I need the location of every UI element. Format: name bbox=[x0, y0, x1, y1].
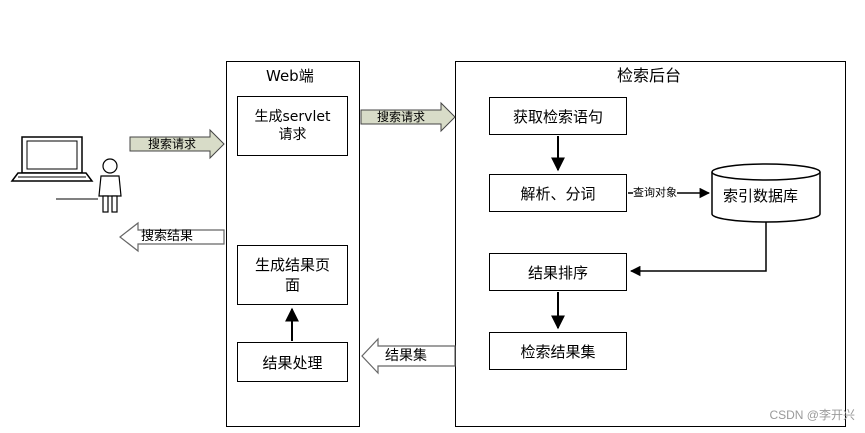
result-set-label: 结果集 bbox=[385, 348, 427, 364]
query-object-label: 查询对象 bbox=[633, 186, 677, 200]
result-sorting-box: 结果排序 bbox=[489, 253, 627, 291]
search-result-set-box: 检索结果集 bbox=[489, 332, 627, 370]
result-processing-box: 结果处理 bbox=[237, 342, 348, 382]
search-result-set-label: 检索结果集 bbox=[520, 342, 596, 361]
parse-tokenize-label: 解析、分词 bbox=[520, 184, 596, 203]
search-result-arrow bbox=[119, 221, 225, 253]
csdn-watermark: CSDN @李开兴 bbox=[769, 408, 855, 422]
generate-servlet-request-label: 生成servlet 请求 bbox=[254, 109, 331, 143]
result-processing-label: 结果处理 bbox=[262, 353, 323, 372]
generate-result-page-box: 生成结果页 面 bbox=[237, 245, 348, 305]
index-to-sort-arrow bbox=[629, 218, 767, 277]
search-request-arrow-2 bbox=[360, 101, 456, 133]
generate-servlet-request-box: 生成servlet 请求 bbox=[237, 96, 348, 156]
get-search-statement-label: 获取检索语句 bbox=[512, 107, 603, 126]
search-backend-title: 检索后台 bbox=[617, 66, 682, 85]
result-sorting-label: 结果排序 bbox=[527, 263, 588, 282]
search-request-arrow-1 bbox=[129, 128, 225, 160]
search-request-label-2: 搜索请求 bbox=[377, 110, 426, 124]
search-result-label: 搜索结果 bbox=[141, 229, 194, 244]
index-database-label: 索引数据库 bbox=[723, 187, 799, 205]
parse-tokenize-box: 解析、分词 bbox=[489, 174, 627, 212]
web-tier-title: Web端 bbox=[266, 67, 314, 85]
get-search-statement-box: 获取检索语句 bbox=[489, 97, 627, 135]
user-icon bbox=[98, 158, 122, 213]
computer-icon bbox=[10, 136, 98, 200]
generate-result-page-label: 生成结果页 面 bbox=[254, 256, 330, 294]
result-set-arrow bbox=[361, 337, 456, 375]
search-request-label-1: 搜索请求 bbox=[148, 137, 197, 151]
index-database-cylinder bbox=[711, 163, 821, 223]
